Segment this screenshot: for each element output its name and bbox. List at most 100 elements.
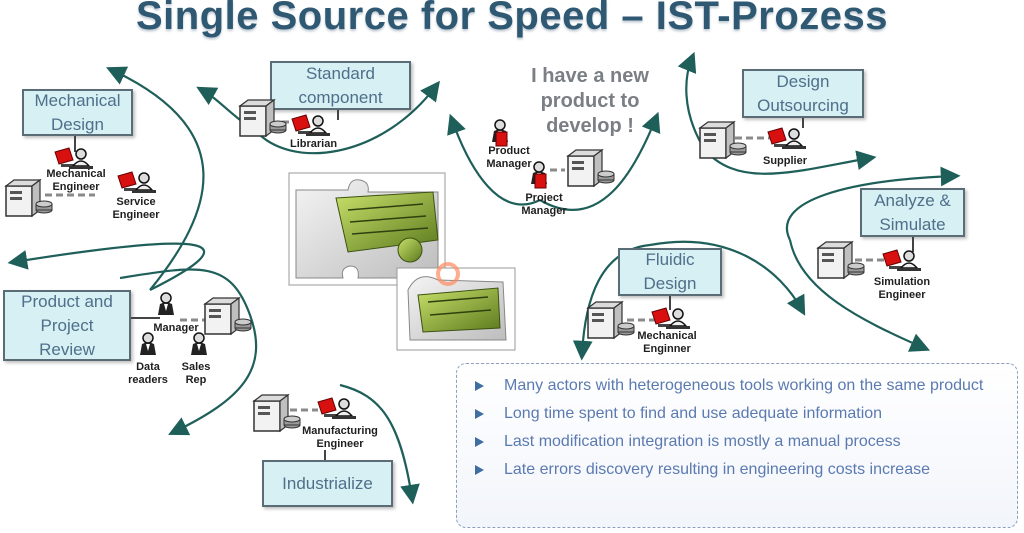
role-label: Manager	[486, 158, 532, 170]
server-icon	[699, 121, 747, 159]
flow-arrow	[785, 166, 961, 241]
role-sales-rep: Sales Rep	[171, 361, 221, 387]
stage-label: Fluidic	[645, 250, 695, 269]
role-supplier: Supplier	[762, 155, 808, 168]
role-data-readers: Data readers	[128, 361, 168, 387]
stage-label: component	[298, 87, 383, 107]
person-icon	[157, 292, 175, 316]
workstation-icon	[651, 307, 691, 330]
role-label: readers	[128, 374, 168, 386]
server-icon	[204, 297, 252, 335]
person-icon	[190, 332, 208, 356]
role-label: Mechanical	[637, 330, 697, 342]
stage-label: Mechanical	[34, 90, 121, 110]
stage-label: Design	[51, 114, 104, 134]
issue-text: Last modification integration is mostly …	[504, 433, 901, 450]
role-label: Mechanical	[46, 168, 106, 180]
stage-product-project-review: Product and Project Review	[3, 290, 131, 361]
role-label: Engineer	[316, 438, 364, 450]
tagline-line: product to	[540, 90, 640, 112]
role-manager: Manager	[153, 322, 199, 335]
role-label: Librarian	[290, 138, 338, 150]
list-item: Last modification integration is mostly …	[475, 428, 1017, 456]
stage-design-outsourcing: Design Outsourcing	[742, 69, 864, 118]
role-label: Manufacturing	[302, 425, 378, 437]
stage-analyze-simulate: Analyze & Simulate	[860, 188, 965, 237]
issue-text: Late errors discovery resulting in engin…	[504, 461, 930, 478]
role-mechanical-enginner: Mechanical Enginner	[636, 330, 698, 356]
flow-arrow	[677, 51, 706, 151]
stage-label: Review	[39, 339, 95, 359]
issue-text: Long time spent to find and use adequate…	[504, 405, 883, 422]
triangle-bullet-icon	[475, 381, 484, 391]
person-icon	[139, 332, 157, 356]
role-simulation-engineer: Simulation Engineer	[871, 276, 933, 302]
role-label: Sales Rep	[181, 361, 211, 386]
workstation-icon	[317, 397, 357, 420]
role-label: Engineer	[878, 289, 926, 301]
tagline: I have a new product to develop !	[520, 64, 660, 139]
flow-arrow	[119, 268, 258, 436]
role-label: Data	[136, 361, 160, 373]
issue-text: Many actors with heterogeneous tools wor…	[504, 377, 984, 394]
role-label: Service Engineer	[112, 196, 160, 221]
flow-arrow	[788, 239, 931, 352]
flow-arrow	[254, 80, 440, 155]
stage-standard-component: Standard component	[270, 61, 411, 110]
document-icon	[495, 131, 508, 147]
issues-panel: Many actors with heterogeneous tools wor…	[456, 363, 1018, 528]
server-icon	[253, 394, 301, 432]
triangle-bullet-icon	[475, 409, 484, 419]
stage-industrialize: Industrialize	[262, 460, 393, 507]
role-label: Supplier	[762, 155, 807, 167]
role-product-manager: Product Manager	[484, 145, 534, 171]
triangle-bullet-icon	[475, 437, 484, 447]
issues-list: Many actors with heterogeneous tools wor…	[457, 364, 1017, 484]
workstation-icon	[767, 127, 807, 150]
flow-arrow	[649, 240, 806, 316]
role-service-engineer: Service Engineer	[95, 196, 177, 222]
server-icon	[567, 149, 615, 187]
stage-label: Outsourcing	[757, 95, 849, 115]
flow-arrow	[106, 66, 205, 291]
stage-label: Simulate	[879, 214, 946, 234]
server-icon	[239, 99, 287, 137]
workstation-icon	[117, 171, 157, 194]
flow-arrow	[7, 242, 206, 291]
tagline-line: develop !	[546, 115, 634, 137]
stage-label: Standard	[306, 63, 375, 83]
role-label: Enginner	[643, 343, 691, 355]
puzzle-assembly-image	[288, 172, 516, 351]
workstation-icon	[882, 249, 922, 272]
role-label: Project	[525, 192, 563, 204]
workstation-icon	[291, 114, 331, 137]
role-label: Simulation	[873, 276, 931, 288]
flow-arrow	[539, 111, 661, 211]
stage-label: Project	[40, 315, 94, 335]
list-item: Late errors discovery resulting in engin…	[475, 456, 1017, 484]
role-label: Manager	[153, 322, 199, 334]
stage-label: Product and	[21, 291, 113, 311]
role-librarian: Librarian	[290, 138, 338, 151]
flow-arrow	[704, 149, 877, 175]
stage-mechanical-design: Mechanical Design	[22, 89, 133, 136]
role-label: Engineer	[52, 181, 100, 193]
role-label: Manager	[521, 205, 567, 217]
stage-fluidic-design: Fluidic Design	[618, 248, 722, 296]
stage-label: Design	[776, 71, 830, 91]
triangle-bullet-icon	[475, 465, 484, 475]
stage-label: Industrialize	[282, 473, 373, 493]
role-mechanical-engineer: Mechanical Engineer	[46, 168, 106, 194]
stage-label: Analyze &	[874, 190, 951, 210]
page-title: Single Source for Speed – IST-Prozess	[135, 0, 889, 38]
flow-arrow	[447, 113, 541, 206]
role-project-manager: Project Manager	[519, 192, 569, 218]
tagline-line: I have a new	[531, 65, 649, 87]
role-manufacturing-engineer: Manufacturing Engineer	[300, 425, 380, 451]
stage-label: Design	[643, 274, 697, 293]
document-icon	[534, 173, 547, 189]
role-label: Product	[488, 145, 530, 157]
flow-arrow	[339, 383, 420, 505]
list-item: Long time spent to find and use adequate…	[475, 400, 1017, 428]
